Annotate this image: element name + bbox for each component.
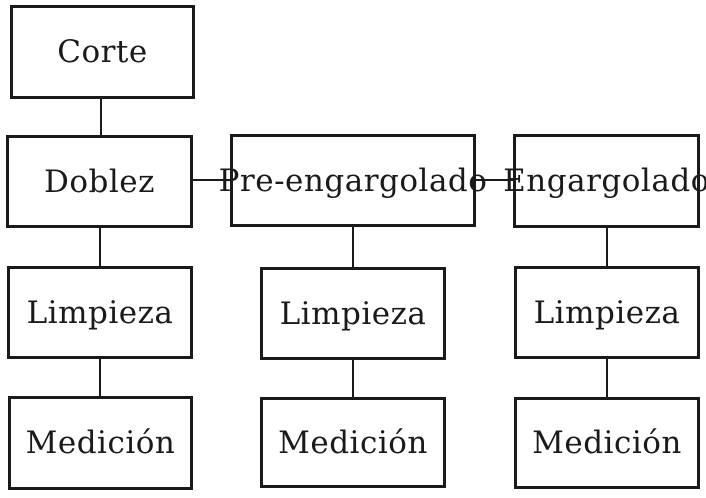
flow-box-medicion-col3: Medición: [514, 397, 700, 489]
flow-box-label: Limpieza: [533, 294, 681, 331]
connector-corte-doblez: [100, 97, 102, 137]
flow-box-label: Medición: [25, 425, 176, 461]
connector-doblez-limpieza: [99, 226, 101, 268]
connector-doblez-pre-engargolado: [191, 179, 232, 181]
connector-pre-engargolado-engargolado: [474, 179, 515, 181]
connector-pre-engargolado-limpieza: [352, 225, 354, 269]
flow-box-corte: Corte: [10, 5, 195, 99]
flow-box-label: Doblez: [44, 163, 155, 200]
flow-box-medicion-col1: Medición: [8, 396, 193, 490]
flow-box-label: Limpieza: [26, 294, 174, 331]
flow-box-label: Medición: [278, 424, 428, 461]
flow-box-label: Pre-engargolado: [218, 162, 488, 199]
connector-limpieza-medicion-col1: [99, 357, 101, 398]
flow-box-label: Medición: [532, 425, 682, 461]
flow-box-label: Engargolado: [503, 163, 706, 199]
flow-box-limpieza-col1: Limpieza: [7, 266, 193, 359]
flow-box-pre-engargolado: Pre-engargolado: [219, 134, 487, 227]
connector-engargolado-limpieza: [606, 226, 608, 268]
flow-box-engargolado: Engargolado: [503, 134, 706, 228]
flow-box-doblez: Doblez: [6, 135, 193, 228]
flow-box-medicion-col2: Medición: [260, 397, 446, 488]
connector-limpieza-medicion-col2: [352, 358, 354, 399]
flow-box-limpieza-col2: Limpieza: [260, 267, 446, 360]
flow-box-label: Limpieza: [279, 295, 427, 332]
flow-box-limpieza-col3: Limpieza: [514, 266, 700, 359]
flow-box-label: Corte: [57, 34, 148, 70]
connector-limpieza-medicion-col3: [606, 357, 608, 399]
